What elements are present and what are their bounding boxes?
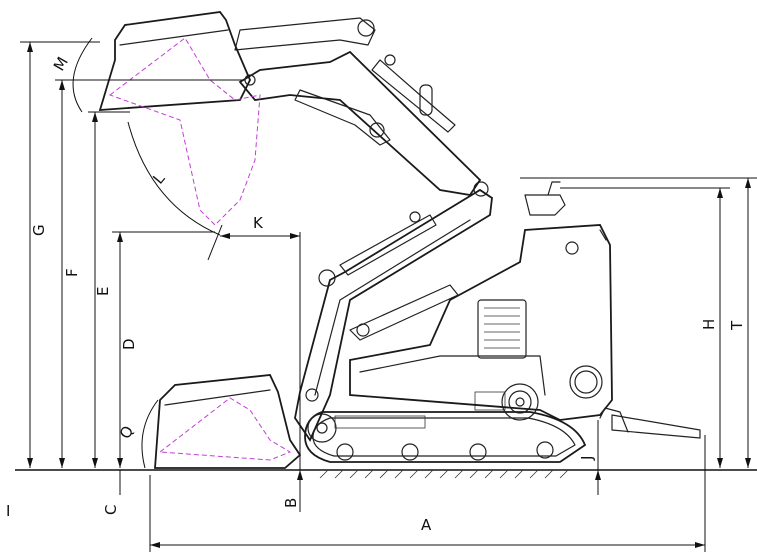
label-k: K (253, 214, 264, 232)
label-f: F (63, 268, 81, 277)
label-i: I (6, 502, 10, 520)
ground-line (15, 469, 757, 479)
label-b: B (282, 498, 300, 508)
dimension-labels: G F E D C B A H T I J K L M Q (6, 54, 746, 534)
machine-body (349, 181, 701, 439)
label-e: E (94, 287, 112, 296)
dimension-lines (20, 37, 757, 552)
label-q: Q (116, 423, 137, 442)
bucket-raised (98, 11, 261, 226)
label-c: C (102, 505, 120, 515)
label-a: A (421, 516, 432, 534)
label-t: T (728, 320, 746, 331)
label-j: J (578, 456, 596, 461)
bucket-lowered (154, 374, 302, 469)
label-d: D (120, 338, 138, 350)
dimension-arrows (27, 42, 751, 548)
label-l: L (149, 169, 169, 187)
label-h: H (700, 319, 718, 330)
label-m: M (50, 54, 72, 74)
track-assembly (304, 383, 587, 463)
lift-arm-raised (234, 17, 482, 196)
lift-arm-lowered (294, 181, 493, 442)
label-g: G (30, 224, 48, 236)
